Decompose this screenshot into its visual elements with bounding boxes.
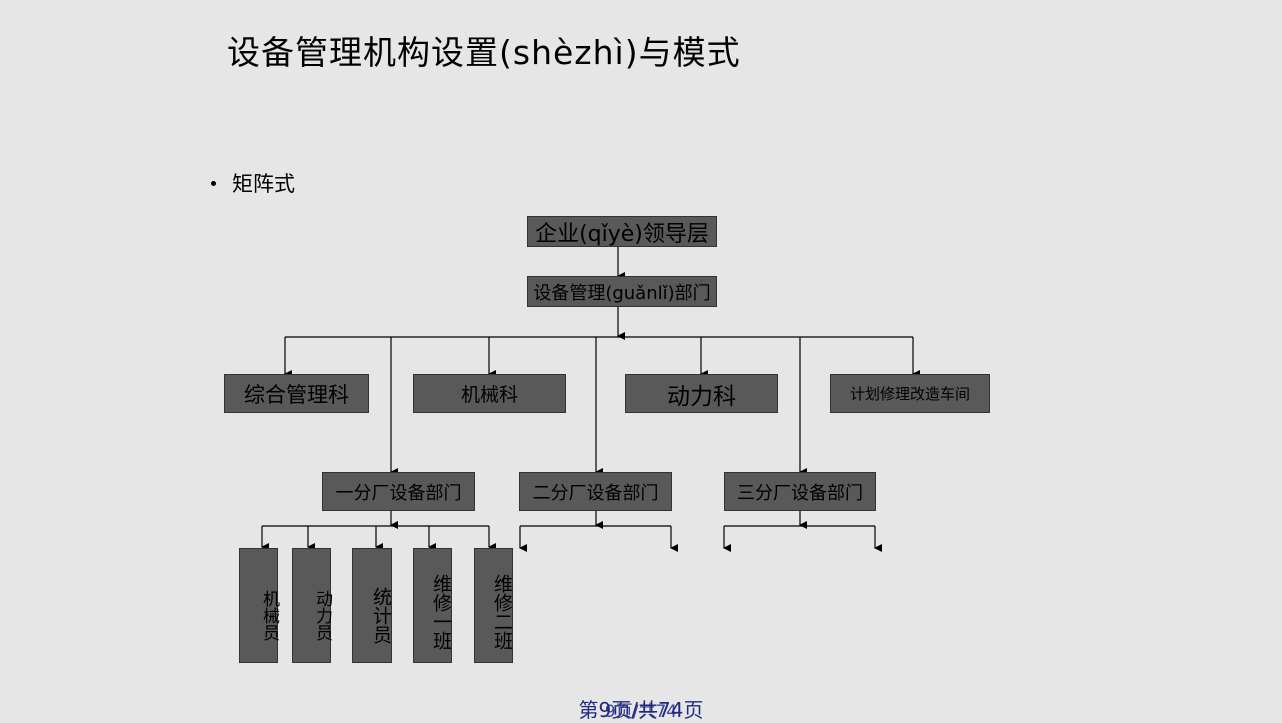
page-number-overlay: 9页/共74 <box>604 702 678 722</box>
node-leadership: 企业(qǐyè)领导层 <box>527 216 717 247</box>
node-branch-3: 三分厂设备部门 <box>724 472 876 511</box>
bullet-item: 矩阵式 <box>211 168 295 198</box>
node-branch-label: 一分厂设备部门 <box>335 482 462 504</box>
node-staff-statistics: 统计员 <box>352 548 392 663</box>
page-title: 设备管理机构设置(shèzhì)与模式 <box>227 33 741 72</box>
page-number: 第9页/共74页 <box>578 698 704 722</box>
page-footer: 第9页/共74页 9页/共74 <box>0 694 1282 723</box>
node-section-label: 计划修理改造车间 <box>849 385 970 403</box>
node-staff-power: 动力员 <box>292 548 332 663</box>
node-staff-label: 动力员 <box>312 590 332 641</box>
node-staff-label: 维修一班 <box>430 573 452 650</box>
node-branch-label: 三分厂设备部门 <box>737 482 863 504</box>
bullet-dot <box>211 180 216 186</box>
node-section-repair-workshop: 计划修理改造车间 <box>830 374 990 413</box>
node-staff-label: 统计员 <box>370 587 392 644</box>
node-section-label: 机械科 <box>460 384 518 406</box>
node-branch-1: 一分厂设备部门 <box>322 472 475 511</box>
node-section-general: 综合管理科 <box>224 374 369 413</box>
node-staff-label: 维修二班 <box>491 573 513 650</box>
node-leadership-label: 企业(qǐyè)领导层 <box>535 221 709 247</box>
bullet-text: 矩阵式 <box>232 172 295 196</box>
node-section-power: 动力科 <box>625 374 778 413</box>
node-staff-mechanic: 机械员 <box>239 548 279 663</box>
node-section-label: 综合管理科 <box>244 382 349 407</box>
node-equipment-dept: 设备管理(guǎnlǐ)部门 <box>527 276 717 307</box>
node-staff-repair-team-1: 维修一班 <box>413 548 452 663</box>
node-section-mechanical: 机械科 <box>413 374 566 413</box>
node-branch-2: 二分厂设备部门 <box>519 472 672 511</box>
node-equipment-dept-label: 设备管理(guǎnlǐ)部门 <box>533 282 711 304</box>
node-staff-label: 机械员 <box>259 590 279 641</box>
node-staff-repair-team-2: 维修二班 <box>474 548 513 663</box>
node-branch-label: 二分厂设备部门 <box>532 482 659 504</box>
node-section-label: 动力科 <box>667 383 736 410</box>
